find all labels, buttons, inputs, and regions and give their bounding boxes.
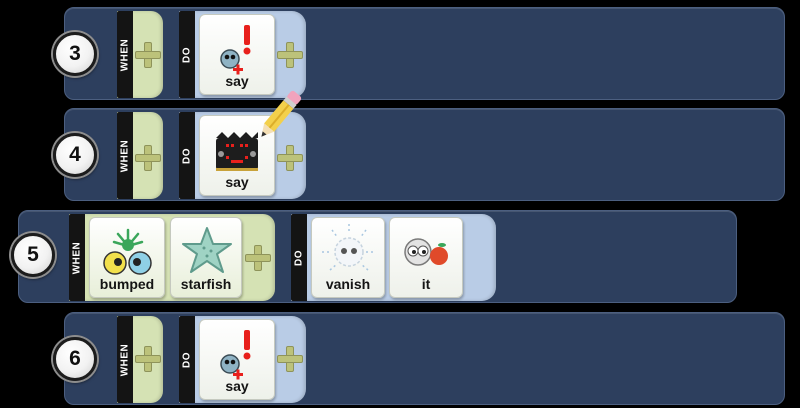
say-tile[interactable]: say [199, 319, 275, 400]
row-number-badge: 3 [53, 32, 97, 76]
when-panel[interactable]: WHEN [117, 316, 163, 403]
when-panel[interactable]: WHEN [117, 11, 163, 98]
say-label: say [225, 378, 249, 394]
rule-row-5[interactable]: WHEN bumped [11, 210, 737, 303]
pencil-icon[interactable] [251, 83, 307, 147]
starfish-tile[interactable]: starfish [170, 217, 242, 298]
add-when-plus-icon[interactable] [245, 245, 271, 271]
say-label: say [225, 73, 249, 89]
do-label: DO [179, 112, 195, 199]
do-panel[interactable]: DO say [179, 112, 306, 199]
when-label: WHEN [69, 214, 85, 301]
add-when-plus-icon[interactable] [135, 145, 161, 171]
rule-row-3[interactable]: WHEN DO say 3 [53, 7, 785, 100]
it-tile[interactable]: it [389, 217, 463, 298]
when-label: WHEN [117, 316, 133, 403]
say-tile[interactable]: say [199, 14, 275, 95]
add-do-plus-icon[interactable] [277, 145, 303, 171]
row-number-badge: 5 [11, 233, 55, 277]
say-label: say [225, 174, 249, 190]
vanish-icon [322, 224, 376, 271]
do-label: DO [179, 316, 195, 403]
do-panel[interactable]: DO vanish [291, 214, 496, 301]
bumped-icon [103, 228, 152, 275]
it-label: it [421, 276, 431, 292]
microbit-say-tile[interactable]: say [199, 115, 275, 196]
do-panel[interactable]: DO say [179, 11, 306, 98]
row-number-badge: 6 [53, 337, 97, 381]
do-label: DO [291, 214, 307, 301]
microbit-say-icon [216, 132, 258, 171]
starfish-label: starfish [180, 276, 232, 292]
vanish-tile[interactable]: vanish [311, 217, 385, 298]
it-icon [404, 238, 448, 266]
add-do-plus-icon[interactable] [277, 346, 303, 372]
do-label: DO [179, 11, 195, 98]
row-number-badge: 4 [53, 133, 97, 177]
starfish-icon [182, 227, 232, 273]
bumped-tile[interactable]: bumped [89, 217, 165, 298]
say-character-icon [220, 25, 251, 75]
add-when-plus-icon[interactable] [135, 42, 161, 68]
when-label: WHEN [117, 11, 133, 98]
rule-row-6[interactable]: WHEN DO say 6 [53, 312, 785, 405]
when-panel[interactable]: WHEN bumped [69, 214, 275, 301]
vanish-label: vanish [325, 276, 371, 292]
when-label: WHEN [117, 112, 133, 199]
do-panel[interactable]: DO say [179, 316, 306, 403]
say-character-icon [220, 330, 251, 380]
add-when-plus-icon[interactable] [135, 346, 161, 372]
rule-row-4[interactable]: WHEN DO say 4 [53, 90, 785, 201]
bumped-label: bumped [99, 276, 155, 292]
add-do-plus-icon[interactable] [277, 42, 303, 68]
when-panel[interactable]: WHEN [117, 112, 163, 199]
